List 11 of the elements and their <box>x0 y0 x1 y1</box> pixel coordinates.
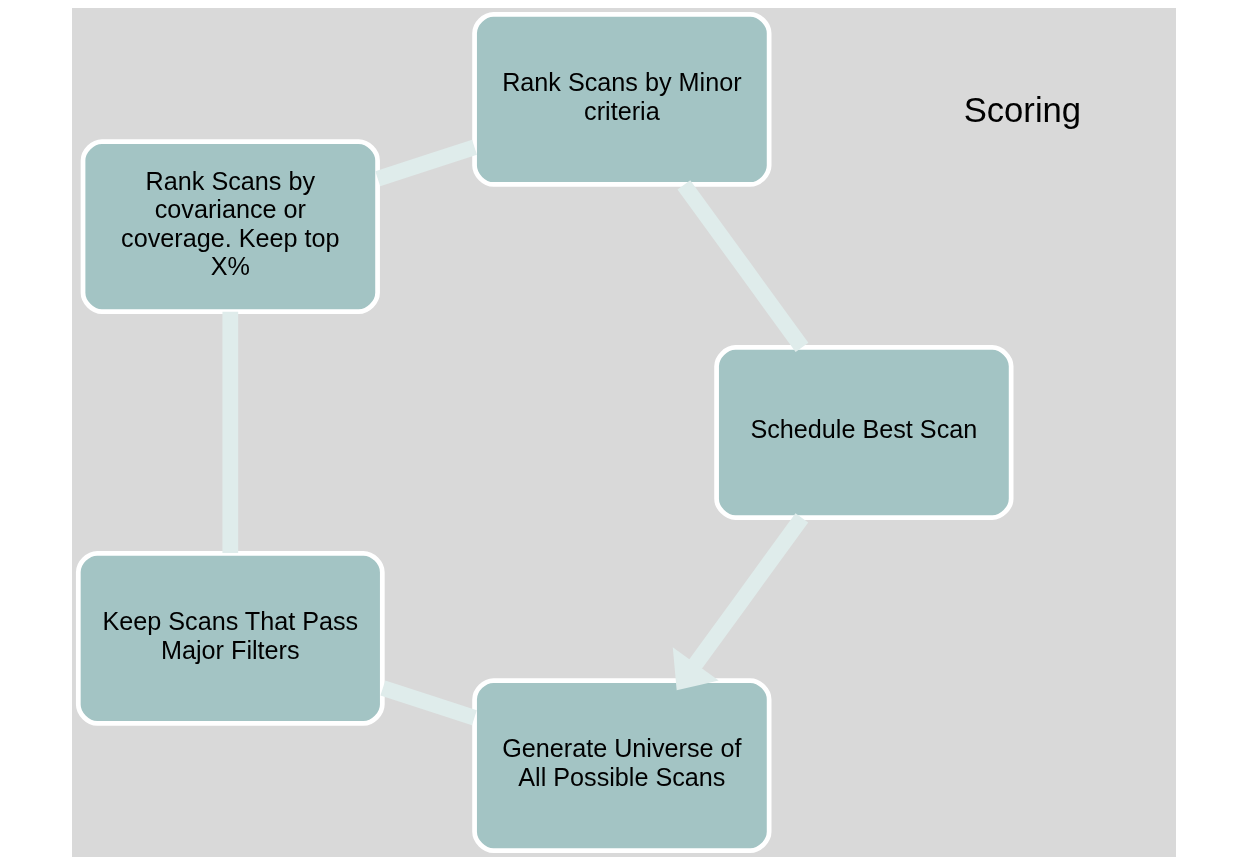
node-box: Generate Universe of All Possible Scans <box>472 678 772 853</box>
label: Scoring <box>963 90 1082 129</box>
connector <box>380 680 477 726</box>
connector <box>375 139 477 187</box>
node-box: Keep Scans That Pass Major Filters <box>75 550 385 726</box>
connector <box>222 311 239 554</box>
node-box: Rank Scans by Minor criteria <box>472 12 772 187</box>
node-box: Schedule Best Scan <box>714 345 1014 520</box>
arrow <box>672 513 809 691</box>
node-box: Rank Scans by covariance or coverage. Keep top X% <box>80 139 380 315</box>
connector <box>677 180 809 352</box>
